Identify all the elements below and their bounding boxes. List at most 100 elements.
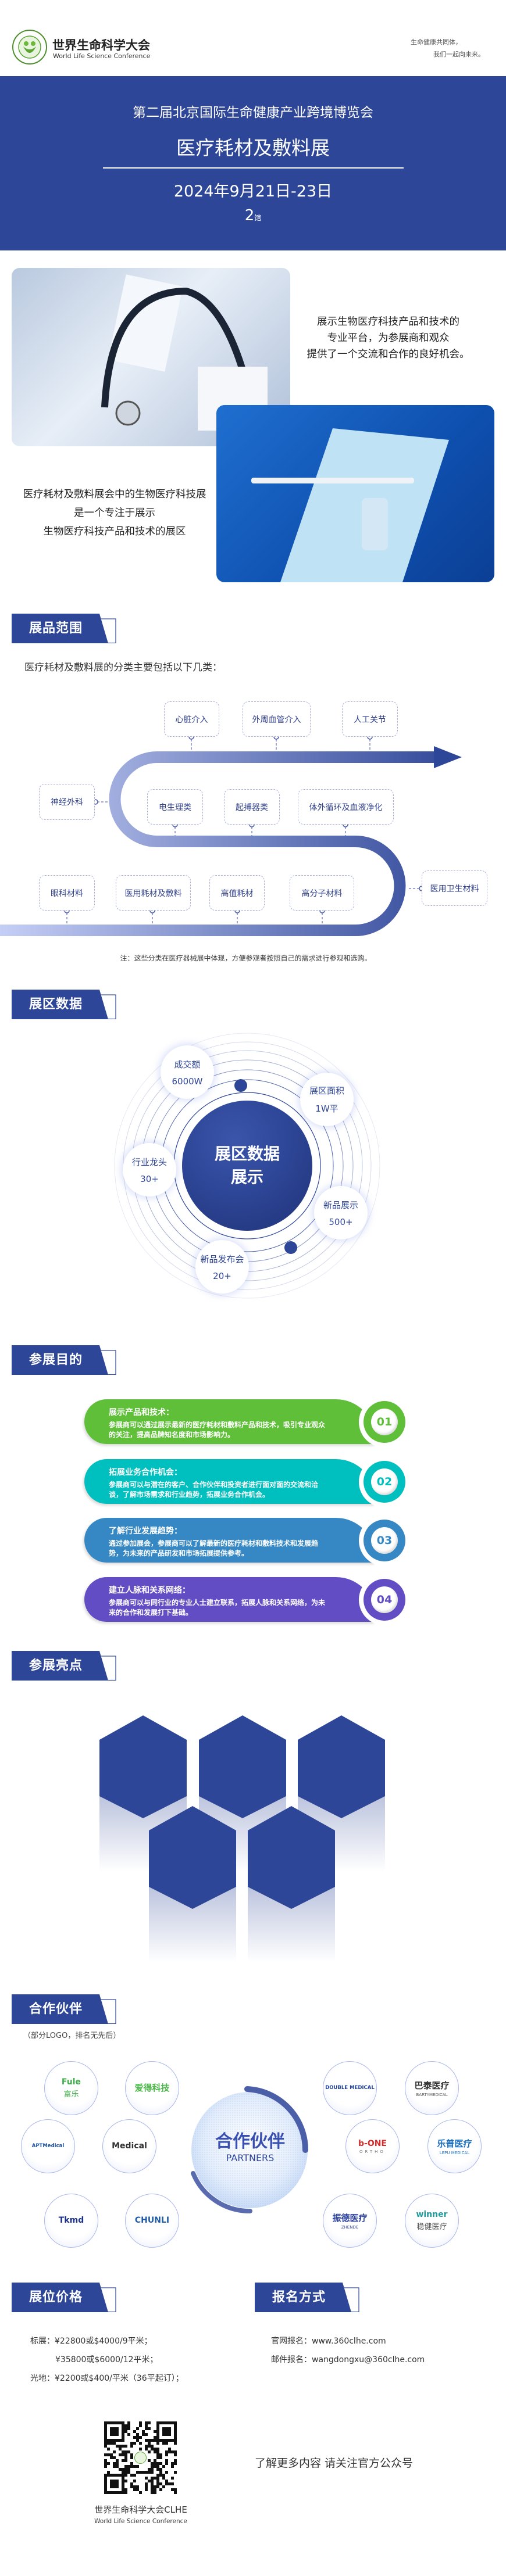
stat-leaders: 行业龙头 30+: [123, 1143, 176, 1196]
qr-caption-en: World Life Science Conference: [94, 2518, 187, 2525]
partner-logo: b-ONE ORTHO: [345, 2119, 400, 2173]
section-title: 展区数据: [28, 997, 83, 1012]
partner-logo-text: APTMedical: [31, 2143, 65, 2149]
intro-line: 生物医疗科技产品和技术的展区: [43, 526, 186, 538]
purpose-title: 展示产品和技术：: [109, 1408, 174, 1417]
flow-band: [0, 751, 436, 936]
partner-logo-subtext: 稳健医疗: [416, 2223, 447, 2231]
section-title: 展位价格: [28, 2290, 83, 2305]
purpose-title: 拓展业务合作机会：: [109, 1468, 182, 1477]
zone-center-label: 展区数据展示: [189, 1142, 305, 1189]
category-box: 电生理类: [147, 789, 203, 825]
hall: 2馆: [0, 207, 506, 224]
partner-logo: winner 稳健医疗: [405, 2194, 459, 2248]
partner-logo: 巴泰医疗 BARTYMEDICAL: [405, 2061, 459, 2115]
partner-logo: Medical: [102, 2119, 156, 2173]
org-name-en: World Life Science Conference: [53, 52, 151, 60]
partner-logo-text: winner: [416, 2210, 448, 2219]
partner-logo: 爱得科技: [125, 2061, 179, 2115]
category-flow: [0, 734, 462, 936]
category-box: 人工关节: [342, 701, 398, 737]
purpose-number: 03: [371, 1527, 398, 1554]
event-date: 2024年9月21日-23日: [173, 182, 333, 200]
category-box: 医用卫生材料: [422, 870, 487, 906]
stat-deal-volume: 成交额 6000W: [161, 1045, 214, 1099]
qr-center-logo: [134, 2452, 147, 2464]
signup-website-link[interactable]: 官网报名：www.360clhe.com: [271, 2337, 386, 2346]
partner-logo-text: 爱得科技: [134, 2083, 170, 2093]
category-box: 心脏介入: [164, 701, 219, 737]
purpose-card: 展示产品和技术： 参展商可以通过展示最新的医疗耗材和敷料产品和技术，吸引专业观众…: [84, 1399, 375, 1444]
qr-caption: 世界生命科学大会CLHE: [94, 2505, 187, 2515]
section-heading-price: 展位价格: [12, 2283, 116, 2312]
price-raw-space: 光地：¥2200或$400/平米（36平起订）；: [30, 2374, 184, 2383]
category-box: 高分子材料: [290, 875, 354, 911]
partner-logo: 乐普医疗 LEPU MEDICAL: [427, 2119, 482, 2173]
partner-logo-text: CHUNLI: [134, 2215, 170, 2225]
partner-logo: APTMedical: [21, 2119, 75, 2173]
slogan-line-2: 我们一起向未来。: [433, 51, 484, 58]
purpose-number-badge: 01: [359, 1396, 410, 1448]
intro-line: 展示生物医疗科技产品和技术的: [317, 316, 459, 328]
category-box: 起搏器类: [224, 789, 280, 825]
category-box: 外周血管介入: [243, 701, 311, 737]
intro-text-left: 医疗耗材及敷料展会中的生物医疗科技展是一个专注于展示生物医疗科技产品和技术的展区: [12, 485, 218, 541]
qr-code[interactable]: [104, 2421, 177, 2494]
partner-logo-subtext: BARTYMEDICAL: [416, 2093, 448, 2097]
arrow-head: [434, 746, 462, 768]
partners-center-cn: 合作伙伴: [215, 2131, 285, 2152]
stat-label: 新品展示: [323, 1199, 358, 1210]
stat-label: 成交额: [174, 1059, 201, 1070]
org-name-cn: 世界生命科学大会: [52, 38, 150, 52]
partner-logo-text: Fule: [61, 2077, 81, 2087]
hero-banner: 第二届北京国际生命健康产业跨境博览会 医疗耗材及敷料展 2024年9月21日-2…: [0, 76, 506, 250]
purpose-number: 02: [371, 1468, 398, 1495]
section-heading-partners: 合作伙伴: [12, 1994, 116, 2024]
purpose-number-badge: 02: [359, 1456, 410, 1507]
stat-value: 500+: [329, 1216, 353, 1227]
stat-value: 6000W: [172, 1076, 203, 1087]
hall-unit: 馆: [254, 214, 262, 222]
partner-logo: CHUNLI: [125, 2194, 179, 2248]
purpose-card: 建立人脉和关系网络： 参展商可以与同行业的专业人士建立联系，拓展人脉和关系网络，…: [84, 1577, 375, 1622]
section-title: 参展目的: [28, 1353, 83, 1367]
stat-value: 30+: [140, 1173, 159, 1184]
purpose-desc: 参展商可以与潜在的客户、合作伙伴和投资者进行面对面的交流和洽谈，了解市场需求和行…: [109, 1481, 319, 1499]
section-title: 合作伙伴: [28, 2002, 83, 2016]
purpose-desc: 通过参加展会，参展商可以了解最新的医疗耗材和敷料技术和发展趋势，为未来的产品研发…: [109, 1539, 319, 1557]
partner-logo: DOUBLE MEDICAL: [323, 2061, 377, 2115]
scope-lead: 医疗耗材及敷料展的分类主要包括以下几类：: [24, 662, 222, 673]
highlight-hexagons: [99, 1715, 385, 1962]
intro-line: 是一个专注于展示: [74, 507, 155, 519]
follow-text: 了解更多内容 请关注官方公众号: [254, 2457, 414, 2470]
stat-label: 行业龙头: [131, 1156, 167, 1167]
section-heading-highlights: 参展亮点: [12, 1651, 116, 1681]
center-line: 展区数据: [214, 1144, 280, 1163]
highlight-hexagon: [149, 1806, 236, 1909]
purpose-number-badge: 03: [359, 1515, 410, 1566]
section-heading-purpose: 参展目的: [12, 1345, 116, 1375]
price-standard-9: 标展：¥22800或$4000/9平米；: [30, 2337, 152, 2346]
partner-logo-subtext: LEPU MEDICAL: [439, 2151, 470, 2155]
category-box: 神经外科: [39, 784, 95, 820]
purpose-number: 04: [371, 1586, 398, 1613]
partner-logo-text: Medical: [112, 2141, 147, 2151]
stat-label: 展区面积: [309, 1085, 344, 1096]
highlight-hexagon: [199, 1715, 286, 1818]
stat-new-products: 新品展示 500+: [314, 1186, 368, 1239]
category-box: 眼科材料: [39, 875, 95, 911]
signup-email-link[interactable]: 邮件报名：wangdongxu@360clhe.com: [271, 2355, 425, 2364]
section-heading-zone: 展区数据: [12, 990, 116, 1019]
stat-label: 新品发布会: [200, 1253, 244, 1264]
partners-center-en: PARTNERS: [226, 2152, 275, 2163]
mask-syringe-photo: [216, 405, 494, 582]
section-title: 报名方式: [272, 2290, 326, 2305]
category-box: 体外循环及血液净化: [298, 789, 394, 825]
partner-logo-subtext: ZHENDE: [341, 2225, 359, 2230]
highlight-hexagon: [298, 1715, 385, 1818]
center-disc: [182, 1101, 312, 1231]
partners-note: （部分LOGO，排名无先后）: [23, 2032, 121, 2040]
partner-logo-subtext: 富乐: [63, 2090, 79, 2099]
